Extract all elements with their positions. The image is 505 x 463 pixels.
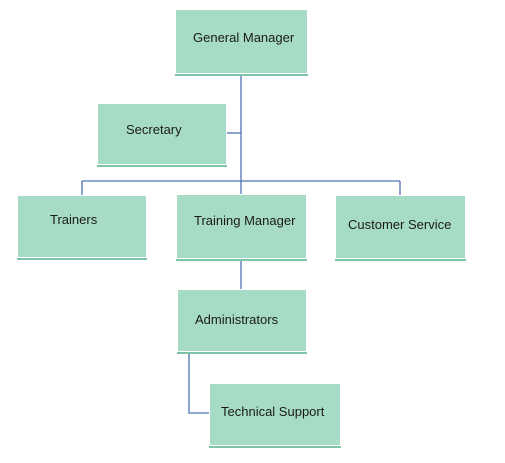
trainers-label: Trainers [50, 211, 98, 227]
training-manager-label: Training Manager [194, 212, 296, 228]
trainers-box: Trainers [17, 195, 147, 258]
customer-service-box: Customer Service [335, 195, 466, 259]
customer-service-label: Customer Service [348, 216, 452, 232]
general-manager-label: General Manager [193, 29, 295, 45]
administrators-box: Administrators [177, 289, 307, 352]
secretary-box: Secretary [97, 103, 227, 165]
secretary-label: Secretary [126, 122, 182, 137]
training-manager-box: Training Manager [176, 194, 307, 259]
general-manager-box: General Manager [175, 9, 308, 74]
connector-technical-support [188, 352, 210, 414]
administrators-label: Administrators [195, 312, 279, 327]
technical-support-box: Technical Support [209, 383, 341, 446]
technical-support-label: Technical Support [221, 403, 325, 419]
